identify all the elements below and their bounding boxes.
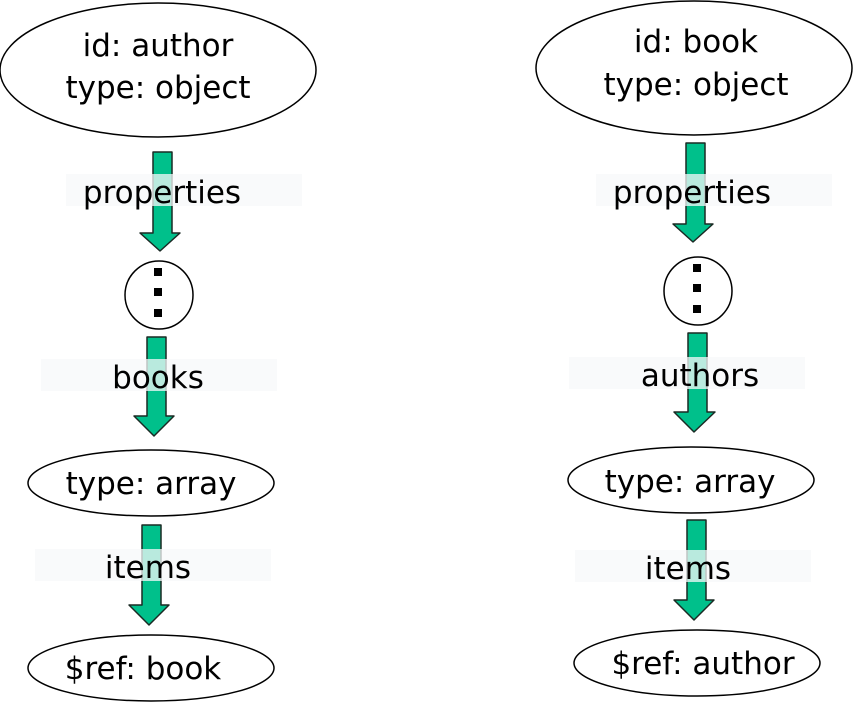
authors-label-band (569, 357, 805, 389)
array-node-right (567, 446, 815, 514)
properties-label-right: properties (613, 175, 771, 211)
author-id-label: id: author (83, 28, 234, 64)
ref-book-label: $ref: book (65, 651, 222, 687)
items-label-band-left (35, 549, 271, 581)
authors-label: authors (641, 358, 759, 394)
items-label-right: items (645, 551, 731, 587)
book-type-label: type: object (603, 67, 788, 103)
ref-author-label: $ref: author (611, 646, 794, 682)
left-chain: id: author type: object properties books… (0, 2, 317, 702)
vertical-ellipsis-icon-left (154, 268, 162, 317)
properties-label-band-right (596, 174, 832, 206)
book-id-label: id: book (634, 24, 758, 60)
author-object-node (0, 2, 317, 138)
properties-label-band-left (66, 174, 302, 206)
books-label: books (112, 360, 204, 396)
vertical-ellipsis-icon-right (693, 264, 701, 313)
author-type-label: type: object (65, 70, 250, 106)
properties-label-left: properties (83, 175, 241, 211)
items-label-band-right (575, 550, 811, 582)
ref-book-node (27, 634, 275, 702)
ref-author-node (573, 629, 821, 697)
items-label-left: items (105, 550, 191, 586)
array-type-label-left: type: array (66, 466, 237, 502)
right-chain: id: book type: object properties authors… (535, 0, 853, 697)
array-type-label-right: type: array (605, 464, 776, 500)
books-label-band (41, 359, 277, 391)
book-object-node (535, 0, 853, 136)
array-node-left (27, 449, 275, 517)
